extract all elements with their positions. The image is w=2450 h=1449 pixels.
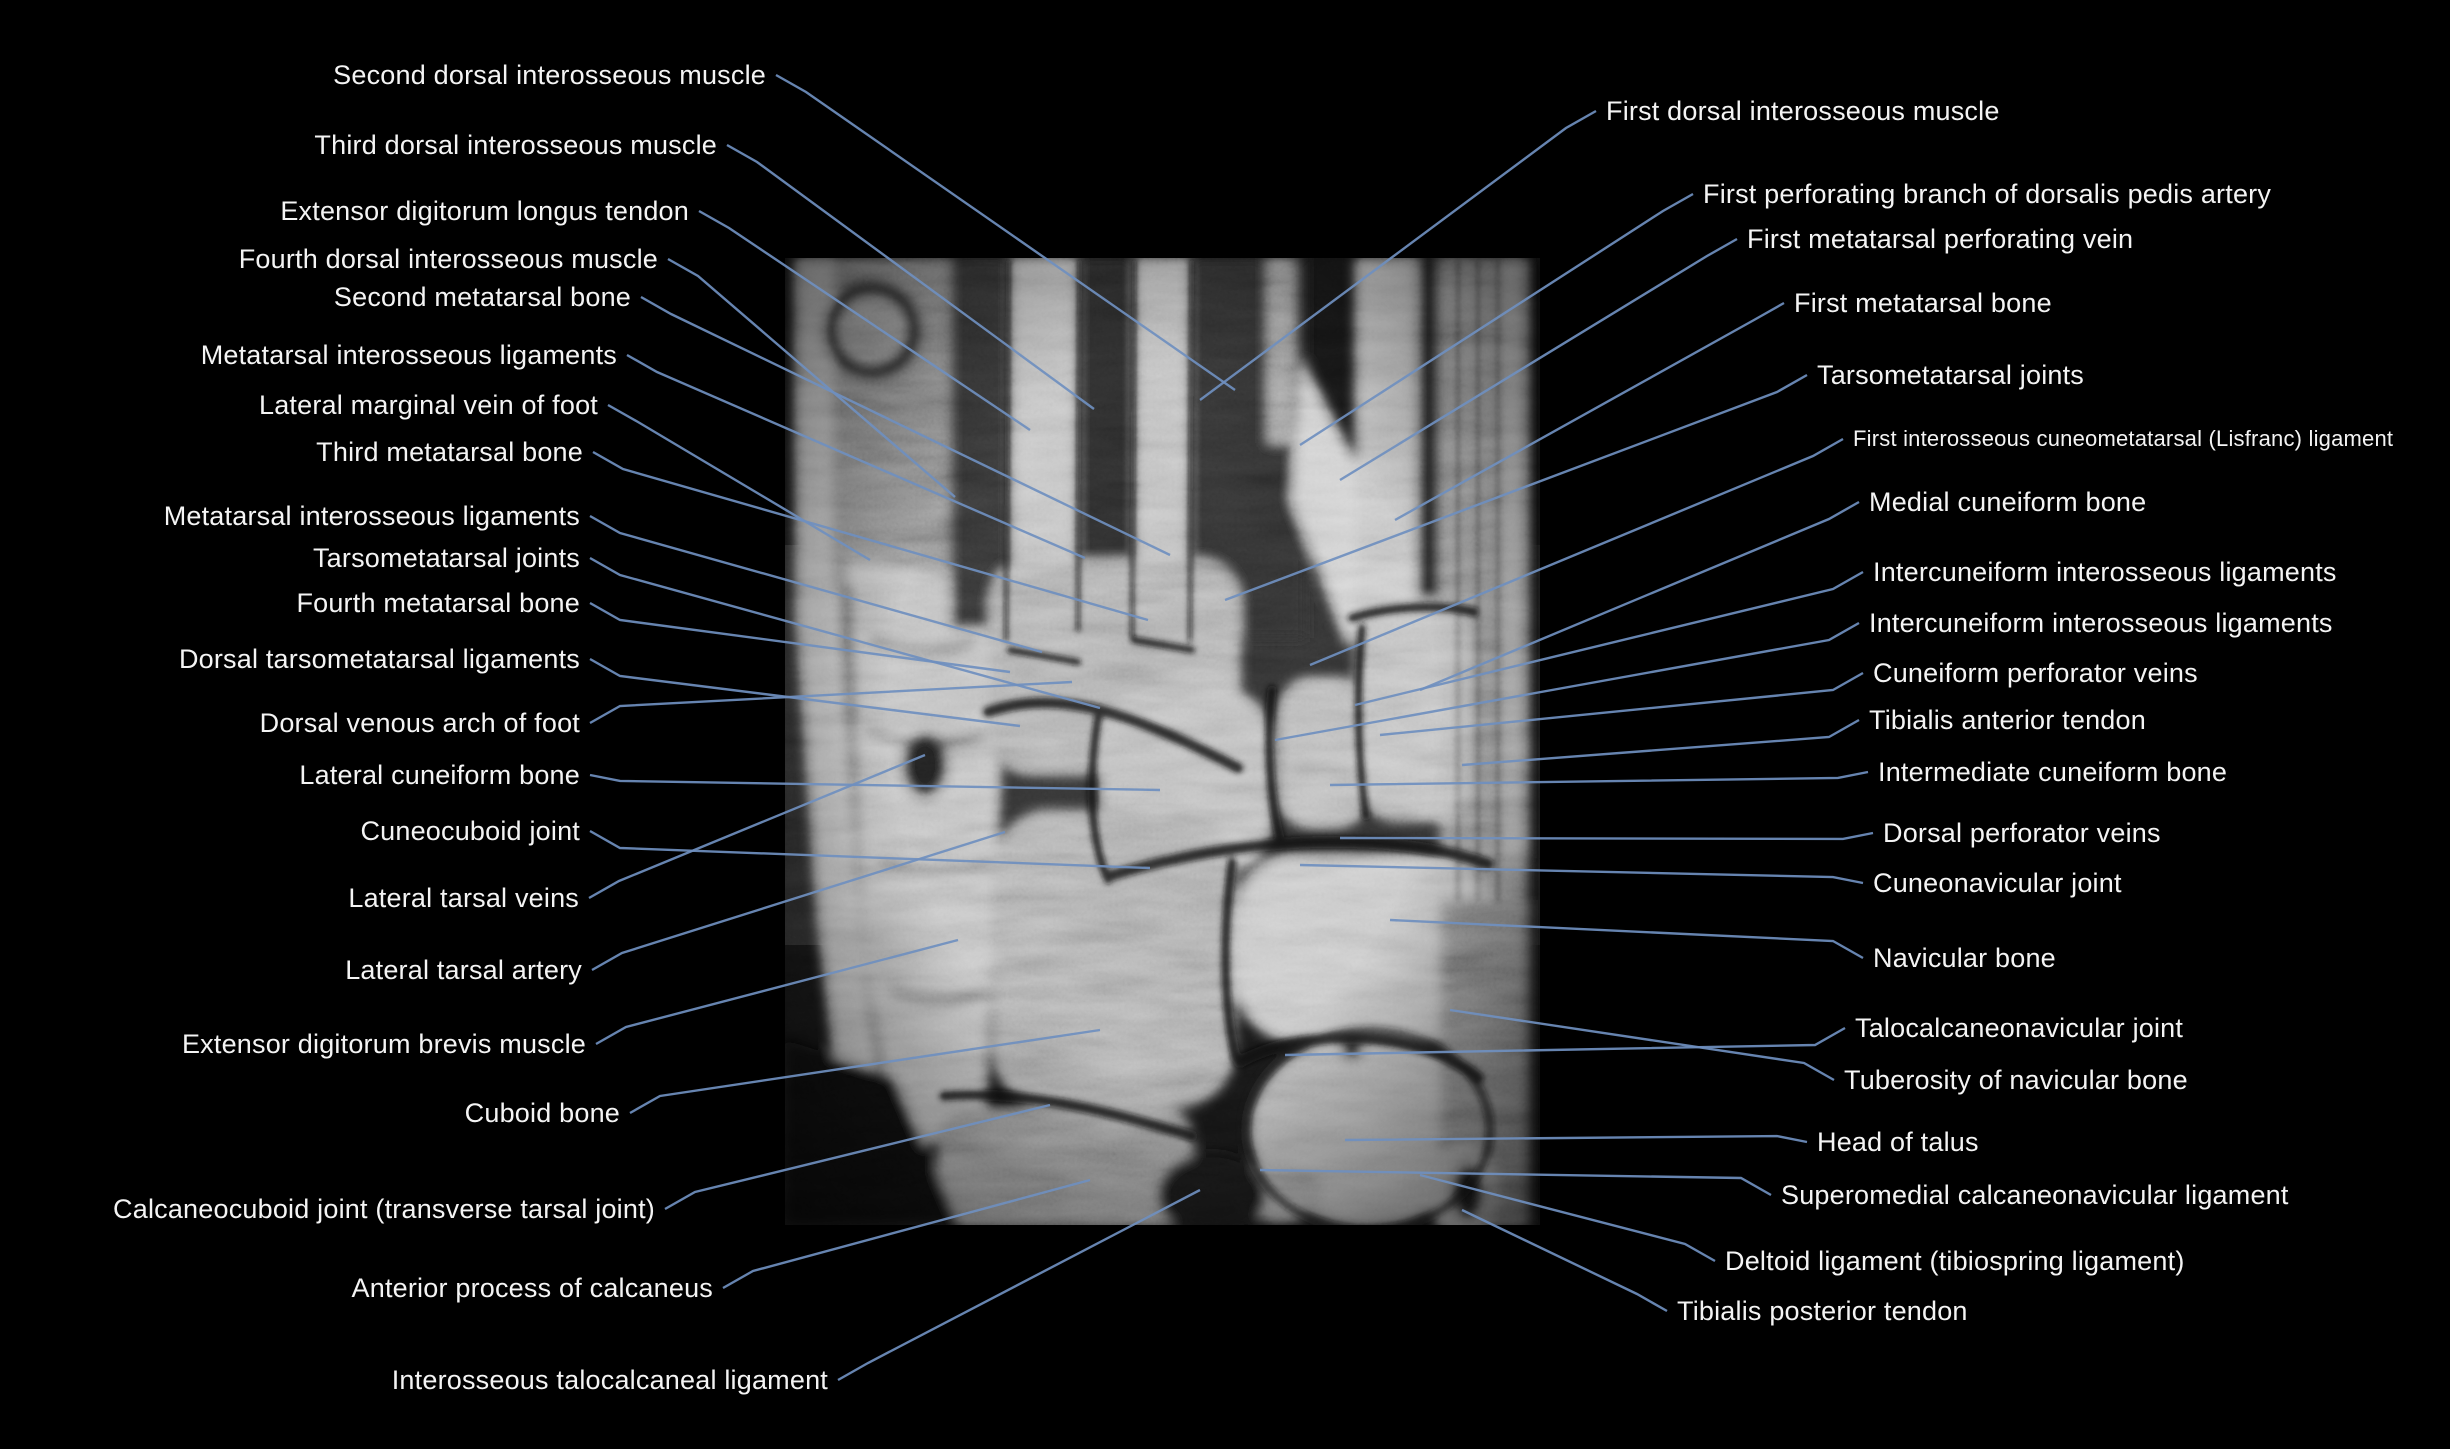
anatomy-label: Extensor digitorum brevis muscle (181, 1029, 586, 1059)
anatomy-label: Cuneonavicular joint (1873, 868, 2122, 898)
anatomy-label: Intercuneiform interosseous ligaments (1873, 557, 2337, 587)
anatomy-label: Extensor digitorum longus tendon (280, 196, 689, 226)
leader-line (1389, 918, 1864, 960)
anatomy-label: Lateral cuneiform bone (299, 760, 580, 790)
leader-line (1299, 192, 1694, 447)
leader-line (589, 680, 1073, 725)
leader-line (640, 295, 1171, 557)
leader-line (589, 829, 1151, 870)
anatomy-label: Anterior process of calcaneus (351, 1273, 713, 1303)
leader-line (1339, 237, 1738, 482)
anatomy-label: Fourth metatarsal bone (296, 588, 580, 618)
anatomy-label: First metatarsal perforating vein (1747, 224, 2134, 254)
anatomy-label: Talocalcaneonavicular joint (1855, 1013, 2184, 1043)
anatomy-label: Calcaneocuboid joint (transverse tarsal … (113, 1194, 655, 1224)
anatomy-label: First interosseous cuneometatarsal (Lisf… (1853, 426, 2394, 451)
anatomy-label: Intercuneiform interosseous ligaments (1869, 608, 2333, 638)
anatomy-label: Lateral tarsal artery (345, 955, 582, 985)
leader-line (775, 73, 1236, 391)
anatomy-label: First dorsal interosseous muscle (1606, 96, 2000, 126)
anatomy-label: Cuneiform perforator veins (1873, 658, 2198, 688)
anatomy-label: Head of talus (1817, 1127, 1979, 1157)
anatomy-label: Medial cuneiform bone (1869, 487, 2147, 517)
leader-line (588, 753, 926, 900)
leader-line (1394, 301, 1785, 522)
leader-line (1461, 718, 1860, 767)
leader-line (837, 1188, 1201, 1382)
leader-line (589, 514, 1043, 654)
leader-line (1461, 1208, 1668, 1313)
anatomy-label: Third metatarsal bone (316, 437, 583, 467)
leader-line (1309, 437, 1844, 667)
leader-line (722, 1178, 1091, 1290)
leader-line (591, 830, 1006, 972)
leader-line (1419, 500, 1860, 692)
anatomy-label: Tarsometatarsal joints (312, 543, 580, 573)
anatomy-label: Cuboid bone (464, 1098, 620, 1128)
leader-line (1449, 1008, 1835, 1082)
anatomy-label: Tibialis anterior tendon (1869, 705, 2146, 735)
anatomy-label: Dorsal venous arch of foot (259, 708, 580, 738)
leader-line (667, 257, 956, 498)
anatomy-label: Dorsal perforator veins (1883, 818, 2161, 848)
anatomy-label: Second dorsal interosseous muscle (333, 60, 766, 90)
anatomy-label: Metatarsal interosseous ligaments (200, 340, 617, 370)
anatomy-label: Metatarsal interosseous ligaments (163, 501, 580, 531)
leader-line (1344, 1134, 1808, 1144)
leader-line (592, 450, 1149, 622)
anatomy-label: Lateral marginal vein of foot (259, 390, 598, 420)
leader-line (1419, 1173, 1716, 1263)
leader-line (589, 657, 1021, 728)
leader-line (1329, 770, 1869, 787)
anatomy-label: Navicular bone (1873, 943, 2056, 973)
anatomy-label: Superomedial calcaneonavicular ligament (1781, 1180, 2289, 1210)
leader-line (607, 403, 871, 562)
leader-line (595, 938, 959, 1046)
leader-line (698, 209, 1031, 431)
leader-line (1284, 1026, 1846, 1057)
leader-line (1379, 671, 1864, 737)
anatomy-label: Lateral tarsal veins (348, 883, 579, 913)
leader-line (1299, 863, 1864, 885)
leader-line (629, 1028, 1101, 1115)
anatomy-label: First metatarsal bone (1794, 288, 2052, 318)
anatomy-label: Cuneocuboid joint (360, 816, 580, 846)
anatomy-label: Tuberosity of navicular bone (1844, 1065, 2188, 1095)
leader-line (1274, 621, 1860, 742)
anatomy-label: Second metatarsal bone (333, 282, 631, 312)
anatomy-label: Dorsal tarsometatarsal ligaments (178, 644, 580, 674)
leader-line (664, 1103, 1051, 1211)
anatomy-label: Tarsometatarsal joints (1817, 360, 2085, 390)
leader-line (589, 773, 1161, 792)
anatomy-label: Third dorsal interosseous muscle (314, 130, 717, 160)
leader-line (1339, 831, 1874, 841)
anatomy-label: Fourth dorsal interosseous muscle (238, 244, 658, 274)
leader-line (1224, 373, 1808, 602)
anatomy-label: Tibialis posterior tendon (1677, 1296, 1968, 1326)
leader-line (589, 601, 1011, 674)
leader-line (726, 143, 1095, 410)
anatomy-label: Interosseous talocalcaneal ligament (391, 1365, 828, 1395)
leader-line (1354, 570, 1864, 707)
anatomy-label: First perforating branch of dorsalis ped… (1703, 179, 2272, 209)
leader-line (1199, 109, 1597, 401)
anatomy-label: Deltoid ligament (tibiospring ligament) (1725, 1246, 2185, 1276)
leader-line (1259, 1168, 1772, 1197)
anatomy-label: Intermediate cuneiform bone (1878, 757, 2228, 787)
leader-line (626, 353, 1086, 560)
